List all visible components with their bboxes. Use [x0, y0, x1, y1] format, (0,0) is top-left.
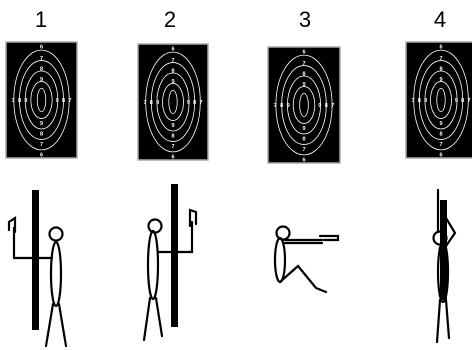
shooter-leg-left-1: [46, 304, 53, 346]
target-ring-label: 6: [40, 45, 43, 51]
target-ring-label: 6: [302, 50, 305, 56]
shooter-figure-1: [9, 190, 66, 346]
target-ring-label: 7: [40, 56, 43, 62]
shooter-leg-left-2: [144, 298, 150, 340]
target-ring-label: 9: [156, 100, 159, 106]
shooter-head-2: [149, 220, 162, 233]
shooter-leg-left-4: [437, 300, 440, 342]
target-ring-label: 8: [40, 132, 43, 138]
shooter-leg-right-1: [59, 304, 66, 346]
shooter-body-2: [148, 231, 158, 299]
target-ring-label: 7: [467, 98, 470, 104]
shooter-figure-4: [434, 190, 456, 342]
target-ring-label: 7: [439, 56, 442, 62]
position-number-4: 4: [434, 7, 446, 32]
target-ring-label: 8: [439, 132, 442, 138]
target-ring-label: 8: [418, 98, 421, 104]
target-ring-label: 7: [68, 98, 71, 104]
shooter-body-1: [51, 242, 61, 306]
target-ring-label: 8: [461, 98, 464, 104]
target-ring-label: 7: [40, 142, 43, 148]
target-ring-label: 9: [40, 121, 43, 127]
target-ring-label: 8: [302, 72, 305, 78]
target-ring-label: 9: [187, 100, 190, 106]
target-ring-label: 9: [424, 98, 427, 104]
target-ring-label: 8: [439, 67, 442, 73]
pistol-1: [9, 218, 15, 232]
target-ring-label: 6: [302, 158, 305, 164]
shooter-leg-right-2: [156, 298, 162, 336]
target-ring-label: 7: [12, 98, 15, 104]
target-ring-label: 7: [439, 142, 442, 148]
shooter-leg-right-4: [446, 300, 449, 338]
barricade-2: [171, 184, 178, 327]
target-ring-label: 6: [171, 155, 174, 161]
target-ring-label: 7: [302, 61, 305, 67]
target-ring-label: 9: [287, 103, 290, 109]
target-ring-label: 7: [274, 103, 277, 109]
target-ring-label: 9: [302, 82, 305, 88]
position-number-2: 2: [164, 7, 176, 32]
position-number-3: 3: [299, 7, 311, 32]
target-ring-label: 8: [171, 69, 174, 75]
shooter-figure-3: [275, 227, 338, 293]
target-ring-label: 8: [302, 137, 305, 143]
target-ring-label: 9: [40, 77, 43, 83]
shooter-leg-3: [280, 266, 326, 292]
shooter-arm-4: [446, 218, 455, 246]
target-ring-label: 9: [439, 121, 442, 127]
target-ring-label: 8: [325, 103, 328, 109]
shooter-figure-2: [144, 184, 196, 340]
target-ring-label: 8: [40, 67, 43, 73]
target-ring-label: 8: [62, 98, 65, 104]
target-ring-label: 6: [439, 153, 442, 159]
position-number-1: 1: [35, 7, 47, 32]
shooter-head-1: [50, 228, 63, 241]
barricade-1: [32, 190, 39, 330]
target-ring-label: 9: [318, 103, 321, 109]
target-ring-label: 7: [171, 144, 174, 150]
target-ring-label: 8: [171, 134, 174, 140]
target-ring-label: 8: [150, 100, 153, 106]
target-ring-label: 9: [56, 98, 59, 104]
target-ring-label: 9: [455, 98, 458, 104]
target-ring-label: 6: [171, 47, 174, 53]
target-ring-label: 9: [302, 126, 305, 132]
target-ring-label: 6: [439, 45, 442, 51]
target-ring-label: 9: [171, 79, 174, 85]
target-ring-label: 7: [302, 147, 305, 153]
target-ring-label: 7: [411, 98, 414, 104]
target-ring-label: 7: [199, 100, 202, 106]
target-ring-label: 6: [40, 153, 43, 159]
target-ring-label: 9: [24, 98, 27, 104]
target-ring-label: 7: [143, 100, 146, 106]
target-ring-label: 8: [193, 100, 196, 106]
target-ring-label: 8: [280, 103, 283, 109]
target-ring-label: 9: [439, 77, 442, 83]
shooter-body-3: [275, 238, 285, 282]
target-ring-label: 9: [171, 123, 174, 129]
target-ring-label: 8: [18, 98, 21, 104]
target-ring-label: 7: [331, 103, 334, 109]
target-ring-label: 7: [171, 58, 174, 64]
